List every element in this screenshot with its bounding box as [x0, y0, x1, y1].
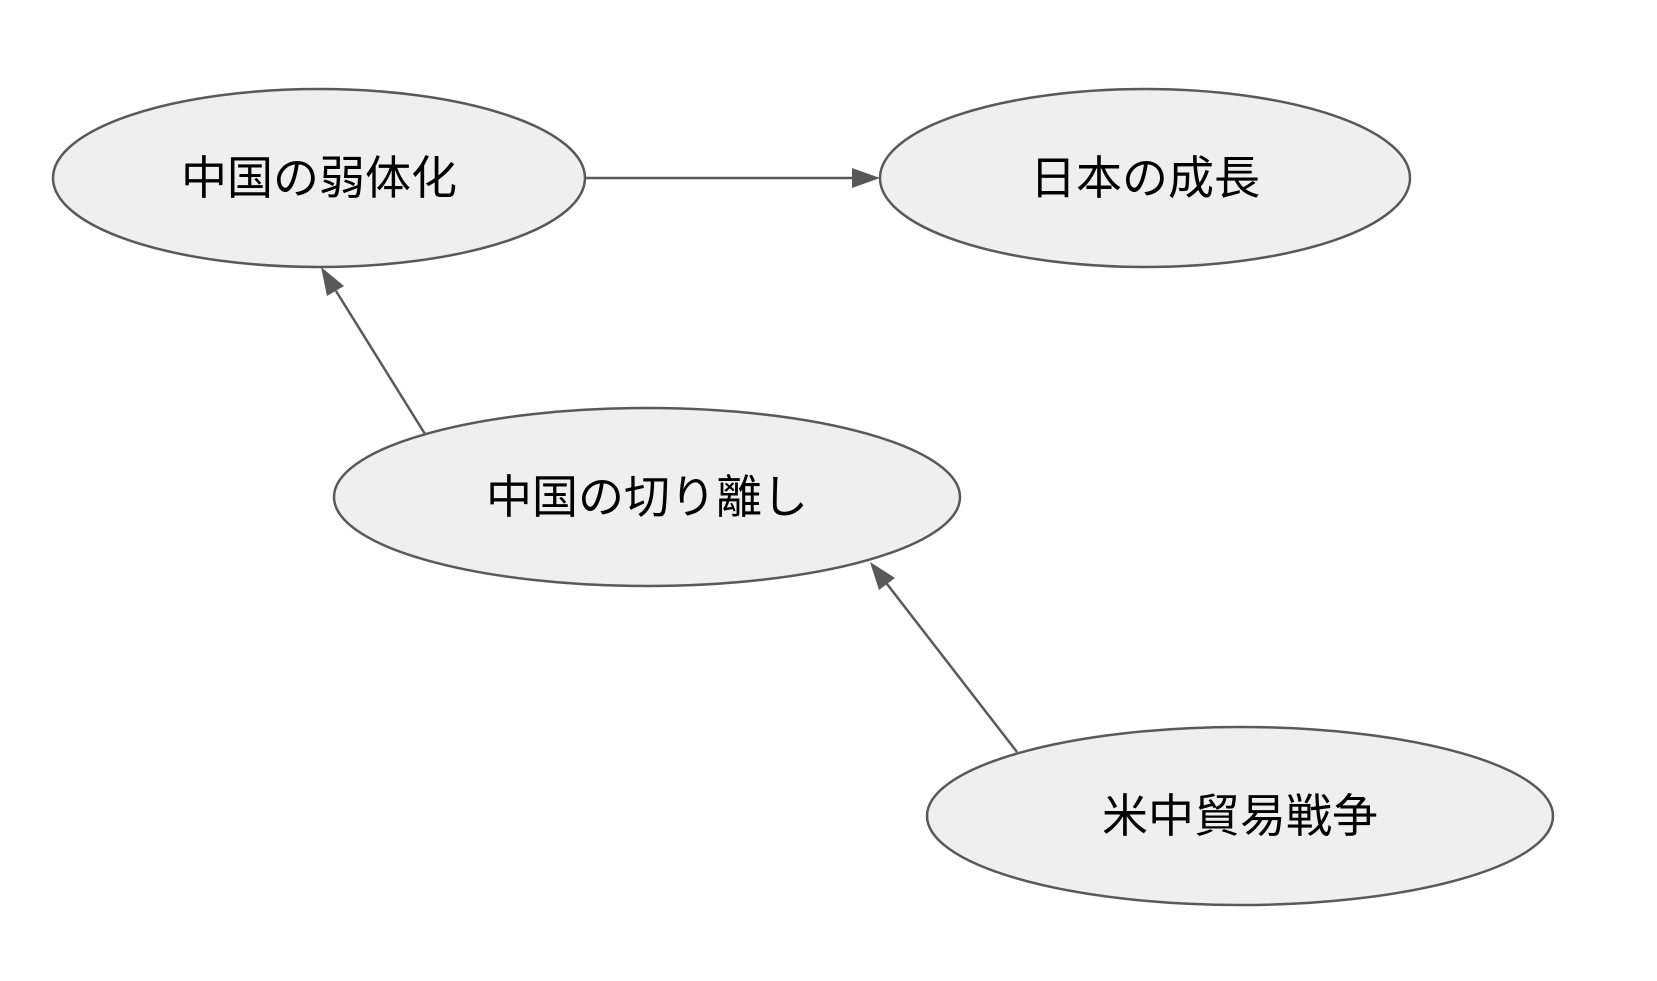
node-china-decoupling[interactable]: 中国の切り離し: [332, 406, 962, 588]
edge-china-decoupling-to-china-weakening: [321, 267, 427, 435]
node-china-weakening[interactable]: 中国の弱体化: [51, 87, 587, 269]
nodes: 中国の弱体化 日本の成長 中国の切り離し 米中貿易戦争: [51, 87, 1555, 907]
edge-china-weakening-to-japan-growth: [585, 168, 880, 188]
node-label-us-china-trade-war: 米中貿易戦争: [1102, 789, 1378, 843]
node-label-china-decoupling: 中国の切り離し: [486, 470, 808, 524]
edge-trade-war-to-china-decoupling: [870, 562, 1018, 753]
node-japan-growth[interactable]: 日本の成長: [878, 87, 1412, 269]
node-us-china-trade-war[interactable]: 米中貿易戦争: [925, 725, 1555, 907]
edges: [321, 168, 1018, 753]
node-label-china-weakening: 中国の弱体化: [181, 151, 457, 205]
node-label-japan-growth: 日本の成長: [1030, 151, 1260, 205]
